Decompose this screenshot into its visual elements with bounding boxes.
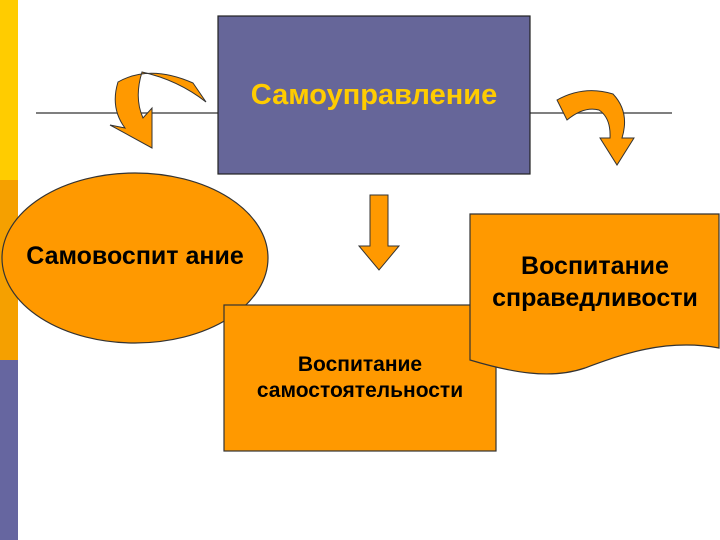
self-education-label: Самовоспит ание (26, 242, 244, 271)
self-education-oval (1, 172, 269, 344)
title-label: Самоуправление (250, 78, 498, 111)
curved-arrow-left-icon (109, 71, 207, 149)
independence-box (223, 304, 497, 452)
down-arrow-icon (357, 194, 401, 271)
side-stripe-yellow (0, 0, 18, 180)
side-stripe-purple (0, 360, 18, 540)
justice-document-shape (469, 213, 720, 375)
curved-arrow-right-icon (556, 90, 635, 166)
title-box (217, 15, 531, 175)
justice-label: Воспитание справедливости (492, 252, 698, 312)
independence-label: Воспитание самостоятельности (256, 352, 464, 402)
